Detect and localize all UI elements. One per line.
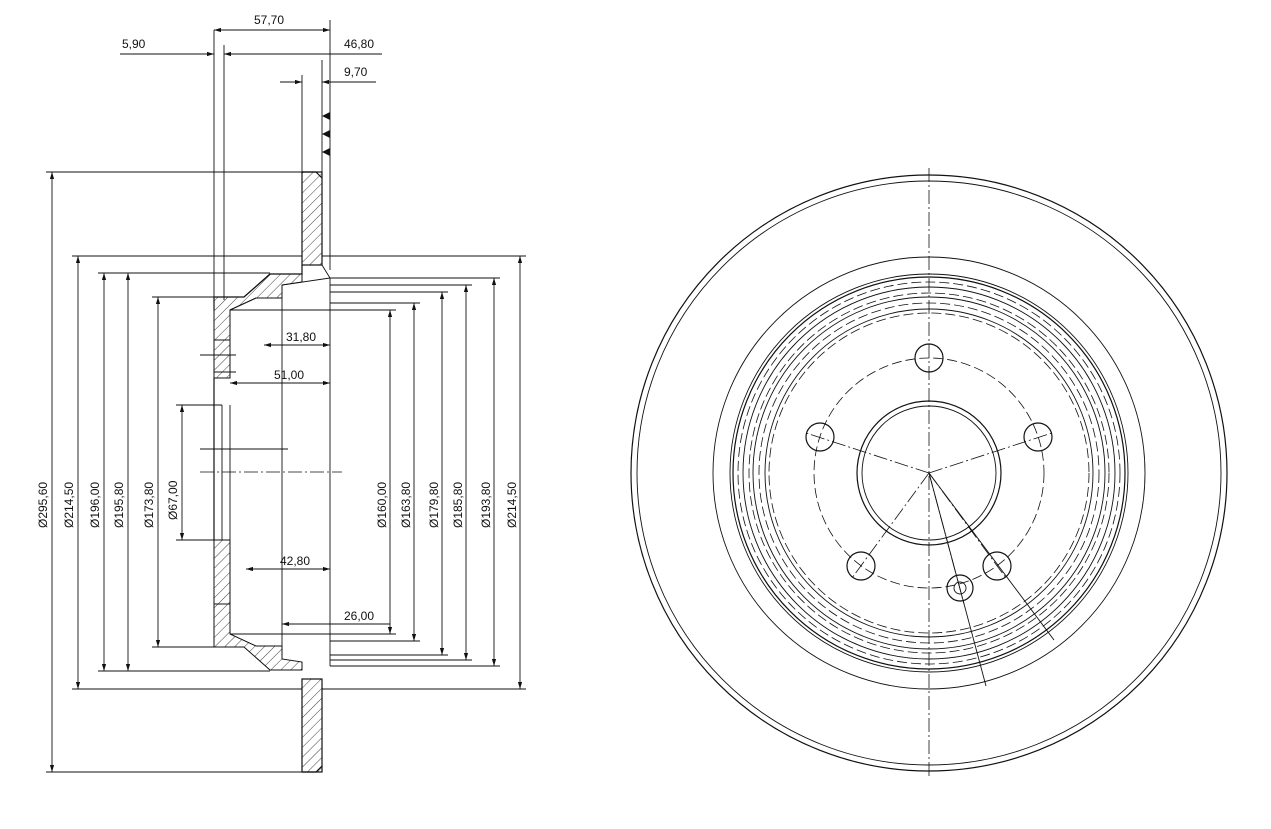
dim-overall-width: 57,70: [254, 13, 284, 27]
hat-section: [200, 265, 330, 670]
dim-dia-195: Ø195,80: [112, 482, 126, 528]
dim-disc-thickness: 9,70: [344, 65, 368, 79]
dim-depth-42: 42,80: [280, 554, 310, 568]
dim-dia-160: Ø160,00: [375, 482, 389, 528]
dim-dia-196: Ø196,00: [88, 482, 102, 528]
dim-depth-51: 51,00: [274, 368, 304, 382]
dim-inner-width: 46,80: [344, 37, 374, 51]
dim-dia-295: Ø295,60: [36, 482, 50, 528]
dim-depth-26: 26,00: [344, 609, 374, 623]
dim-hat-offset: 5,90: [122, 37, 146, 51]
bolt-hole: [1024, 423, 1052, 451]
dim-dia-214-left: Ø214,50: [62, 482, 76, 528]
dim-dia-179: Ø179,80: [427, 482, 441, 528]
dim-dia-67: Ø67,00: [166, 480, 180, 520]
dim-dia-185: Ø185,80: [451, 482, 465, 528]
top-dimensions: 57,70 5,90 46,80 9,70: [120, 13, 382, 310]
dim-dia-173: Ø173,80: [142, 482, 156, 528]
inner-dimensions: 31,80 51,00 42,80 26,00: [230, 330, 390, 624]
front-view: [631, 168, 1227, 778]
dim-dia-193: Ø193,80: [479, 482, 493, 528]
dim-depth-31: 31,80: [286, 330, 316, 344]
section-view: 57,70 5,90 46,80 9,70 31,80 51,00 42,80 …: [36, 13, 526, 772]
dim-dia-163: Ø163,80: [399, 482, 413, 528]
dim-dia-214-right: Ø214,50: [505, 482, 519, 528]
